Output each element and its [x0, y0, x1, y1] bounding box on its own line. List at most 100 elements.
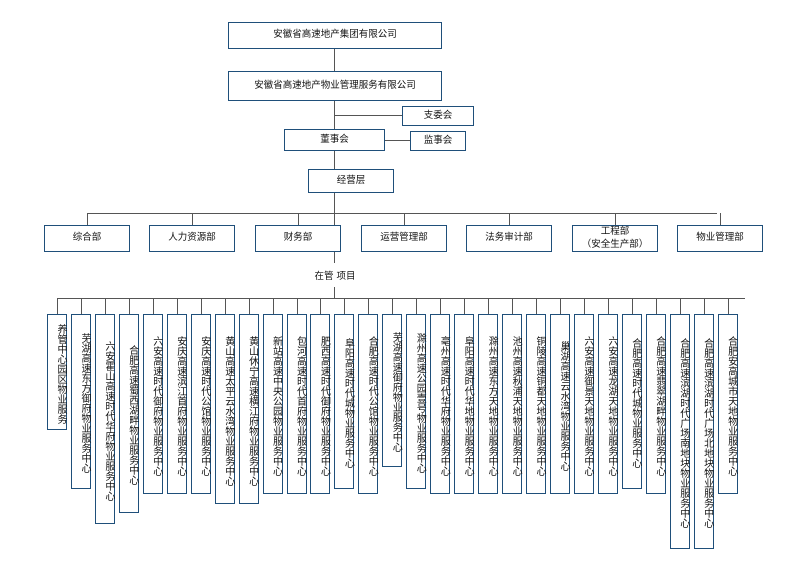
project-connector — [560, 298, 561, 314]
project-connector — [607, 298, 609, 314]
project-label: 肥西高速时代御府物业服务中心 — [318, 335, 330, 476]
project-label: 包河高速时代首府物业服务中心 — [294, 335, 306, 476]
project-label: 安庆高速滨江首府物业服务中心 — [174, 335, 186, 476]
project-box: 阜阳高速时代华地物业服务中心 — [454, 314, 475, 494]
project-connector — [464, 298, 466, 314]
project-label: 芜湖高速御府物业服务中心 — [390, 332, 402, 452]
board-box: 董事会 — [284, 129, 385, 151]
department-box: 运营管理部 — [361, 225, 447, 252]
project-label: 滁州高速公园壹号物业服务中心 — [414, 333, 426, 473]
project-connector — [320, 298, 322, 314]
projects-bus — [57, 298, 745, 299]
supervisory-board-label: 监事会 — [423, 134, 453, 146]
project-label: 亳州高速时代华府物业服务中心 — [438, 335, 450, 476]
project-box: 黄山休宁高速横江府物业服务中心 — [238, 314, 259, 504]
departments-bus — [87, 213, 717, 214]
project-connector — [248, 298, 250, 314]
project-connector — [727, 298, 729, 314]
project-connector — [368, 298, 370, 314]
department-connector — [87, 213, 88, 225]
project-connector — [57, 298, 58, 314]
department-label: 综合部 — [72, 232, 102, 244]
project-connector — [703, 298, 705, 314]
party-committee-label: 支委会 — [423, 109, 453, 121]
project-label: 池州高速秋浦天地物业服务中心 — [510, 335, 522, 476]
project-label: 巢湖高速云水湾物业服务中心 — [558, 340, 569, 471]
department-label: 法务审计部 — [485, 232, 533, 244]
project-box: 芜湖高速御府物业服务中心 — [382, 314, 403, 467]
project-label: 新站高速中央公园物业服务中心 — [270, 335, 282, 476]
project-label: 黄山高速太平云水湾物业服务中心 — [222, 335, 234, 486]
project-label: 滁州高速东方天地物业服务中心 — [486, 335, 498, 476]
project-connector — [344, 298, 346, 314]
project-label: 六安高速龙湖天地物业服务中心 — [605, 335, 617, 476]
project-connector — [104, 298, 106, 314]
project-connector — [152, 298, 154, 314]
project-label: 合肥高速时代公馆物业服务中心 — [366, 335, 378, 476]
department-connector — [509, 213, 510, 225]
project-connector — [440, 298, 442, 314]
project-box: 芜湖高速东方御府物业服务中心 — [71, 314, 91, 489]
party-committee-box: 支委会 — [402, 106, 474, 126]
connector-to-party-committee — [334, 115, 402, 116]
project-label: 合肥高速翡翠湖畔物业服务中心 — [653, 335, 665, 476]
project-label: 阜阳高速时代华地物业服务中心 — [462, 335, 474, 476]
department-label: 人力资源部 — [168, 232, 216, 244]
project-box: 六安高速时代御府物业服务中心 — [142, 314, 163, 494]
department-box: 财务部 — [255, 225, 341, 252]
connector-group-to-property — [334, 49, 335, 71]
connector-projects-label-down — [334, 287, 335, 298]
department-connector — [720, 213, 721, 225]
department-box: 法务审计部 — [466, 225, 552, 252]
project-connector — [631, 298, 633, 314]
project-box: 巢湖高速云水湾物业服务中心 — [550, 314, 570, 494]
project-connector — [176, 298, 178, 314]
department-box: 物业管理部 — [677, 225, 763, 252]
project-connector — [296, 298, 298, 314]
department-connector — [404, 213, 405, 225]
project-connector — [416, 298, 418, 314]
project-box: 黄山高速太平云水湾物业服务中心 — [214, 314, 235, 504]
project-box: 包河高速时代首府物业服务中心 — [286, 314, 307, 494]
management-box: 经营层 — [308, 169, 394, 193]
project-connector — [392, 298, 394, 314]
department-connector — [298, 213, 299, 225]
project-label: 合肥安高城市天地物业服务中心 — [725, 335, 737, 476]
department-connector — [615, 213, 616, 225]
project-box: 合肥安高城市天地物业服务中心 — [717, 314, 738, 494]
project-box: 六安霍山高速时代华府物业服务中心 — [94, 314, 115, 524]
project-box: 亳州高速时代华府物业服务中心 — [430, 314, 451, 494]
project-box: 新站高速中央公园物业服务中心 — [262, 314, 283, 494]
department-connector — [192, 213, 193, 225]
department-box: 工程部 （安全生产部） — [572, 225, 658, 252]
project-label: 芜湖高速东方御府物业服务中心 — [79, 333, 90, 473]
project-connector — [488, 298, 490, 314]
project-label: 合肥高速滨湖时代广场北地块物业服务中心 — [701, 338, 713, 528]
project-connector — [583, 298, 585, 314]
project-box: 阜阳高速时代城物业服务中心 — [334, 314, 355, 489]
projects-label: 在管 项目 — [300, 268, 370, 282]
project-box: 六安高速御景天地物业服务中心 — [573, 314, 594, 494]
project-box: 铜陵高速铜都天地物业服务中心 — [526, 314, 546, 494]
project-label: 铜陵高速铜都天地物业服务中心 — [534, 335, 545, 476]
project-connector — [536, 298, 537, 314]
department-label: 物业管理部 — [696, 232, 744, 244]
project-label: 六安高速时代御府物业服务中心 — [150, 335, 162, 476]
project-box: 滁州高速公园壹号物业服务中心 — [406, 314, 427, 489]
project-box: 滁州高速东方天地物业服务中心 — [478, 314, 499, 494]
management-label: 经营层 — [336, 174, 366, 186]
project-connector — [224, 298, 226, 314]
project-label: 合肥高速滨湖时代广场南地块物业服务中心 — [677, 338, 689, 528]
project-connector — [81, 298, 82, 314]
project-box: 合肥高速翡翠湖畔物业服务中心 — [645, 314, 666, 494]
project-label: 六安高速御景天地物业服务中心 — [581, 335, 593, 476]
department-label: 工程部 （安全生产部） — [581, 225, 649, 250]
connector-board-to-management — [334, 151, 335, 169]
project-connector — [200, 298, 202, 314]
department-box: 综合部 — [44, 225, 130, 252]
group-company-box: 安徽省高速地产集团有限公司 — [228, 22, 442, 49]
project-box: 安庆高速时代公馆物业服务中心 — [190, 314, 211, 494]
project-connector — [512, 298, 513, 314]
project-label: 养管中心园区物业服务 — [55, 323, 66, 424]
